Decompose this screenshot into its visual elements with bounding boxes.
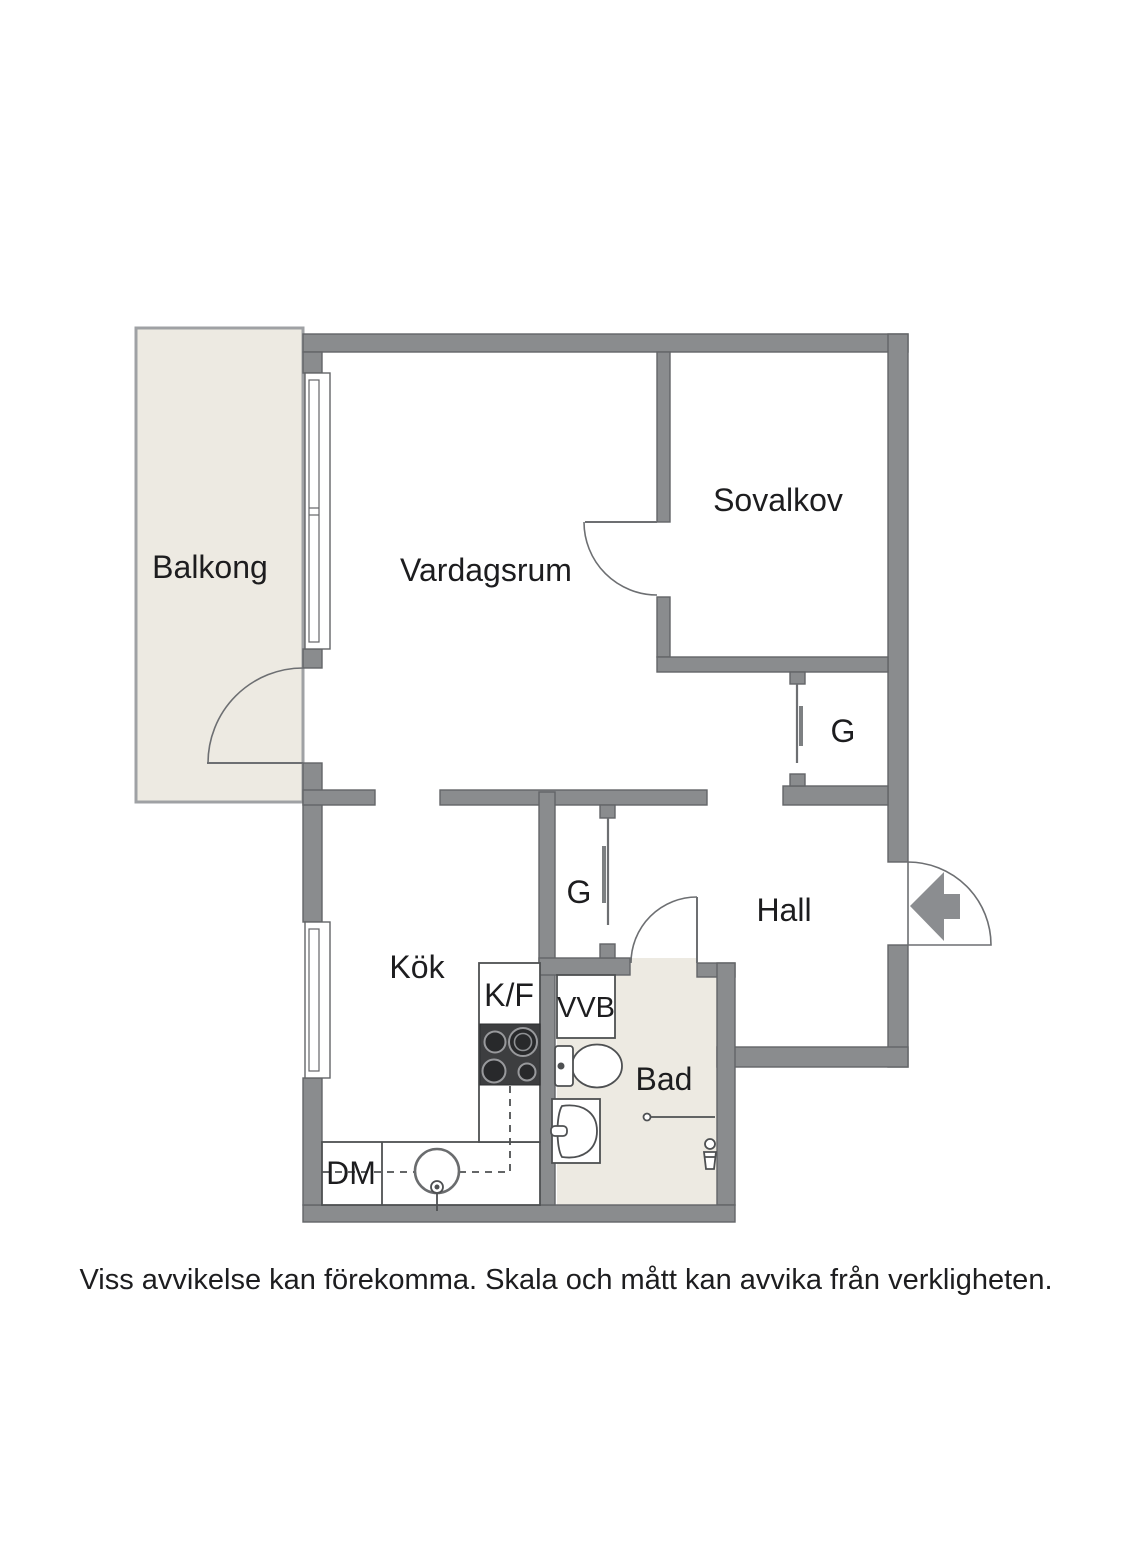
kitchen-window — [304, 921, 331, 1079]
wall-closet-kok-bottom — [538, 957, 631, 976]
room-label-sovalkov: Sovalkov — [713, 482, 843, 518]
walls — [302, 333, 909, 1223]
toilet-brush-icon — [702, 1138, 718, 1170]
kitchen-fixtures — [321, 962, 541, 1211]
sovalkov-door — [583, 521, 658, 596]
room-label-garderob-hall: G — [831, 713, 856, 749]
room-label-garderob-kok: G — [567, 874, 592, 910]
kitchen-sink-icon — [413, 1147, 461, 1211]
room-label-balkong: Balkong — [152, 549, 268, 585]
wall-left-lower — [302, 1077, 323, 1206]
bathroom-sink-icon — [550, 1098, 601, 1164]
wall-left-stub-2 — [302, 648, 323, 669]
wall-sovalkov-left-upper — [656, 351, 671, 523]
room-label-bad: Bad — [636, 1061, 693, 1097]
wall-divider-stub — [302, 789, 376, 806]
water-heater-box — [556, 974, 616, 1039]
wall-closet-hall-bottom — [782, 785, 889, 806]
bathroom-fixtures — [550, 974, 718, 1170]
balcony-window — [304, 372, 331, 650]
wall-hall-bottom — [716, 1046, 909, 1068]
sliding-door-closet-kok — [602, 818, 610, 925]
wall-bottom — [302, 1204, 736, 1223]
label-fridge-freezer: K/F — [484, 977, 534, 1013]
wall-left-mid — [302, 762, 323, 923]
entrance-direction-arrow — [910, 872, 960, 941]
room-label-kok: Kök — [389, 949, 445, 985]
labels: Balkong Vardagsrum Sovalkov G G Hall Kök… — [79, 482, 1052, 1296]
disclaimer-text: Viss avvikelse kan förekomma. Skala och … — [79, 1264, 1052, 1296]
wall-sovalkov-bottom — [656, 656, 889, 673]
wall-right-upper — [887, 333, 909, 863]
wall-sovalkov-left-lower — [656, 596, 671, 658]
bathroom-door — [630, 896, 698, 964]
wall-divider-main — [439, 789, 708, 806]
entrance-door — [907, 861, 992, 946]
jamb — [789, 671, 806, 685]
wall-left-stub-1 — [302, 351, 323, 374]
towel-rail-icon — [642, 1112, 715, 1122]
room-label-vardagsrum: Vardagsrum — [400, 552, 572, 588]
jamb — [599, 943, 616, 959]
balcony-area — [134, 326, 305, 804]
label-dishwasher: DM — [326, 1155, 376, 1191]
wall-bath-right — [716, 962, 736, 1206]
wall-top — [302, 333, 909, 353]
balcony-door — [207, 667, 304, 764]
jamb — [599, 804, 616, 819]
toilet-icon — [554, 1043, 623, 1089]
room-label-hall: Hall — [756, 892, 811, 928]
jamb — [789, 773, 806, 787]
label-water-heater: VVB — [557, 992, 615, 1024]
sliding-door-closet-hall — [795, 684, 803, 763]
